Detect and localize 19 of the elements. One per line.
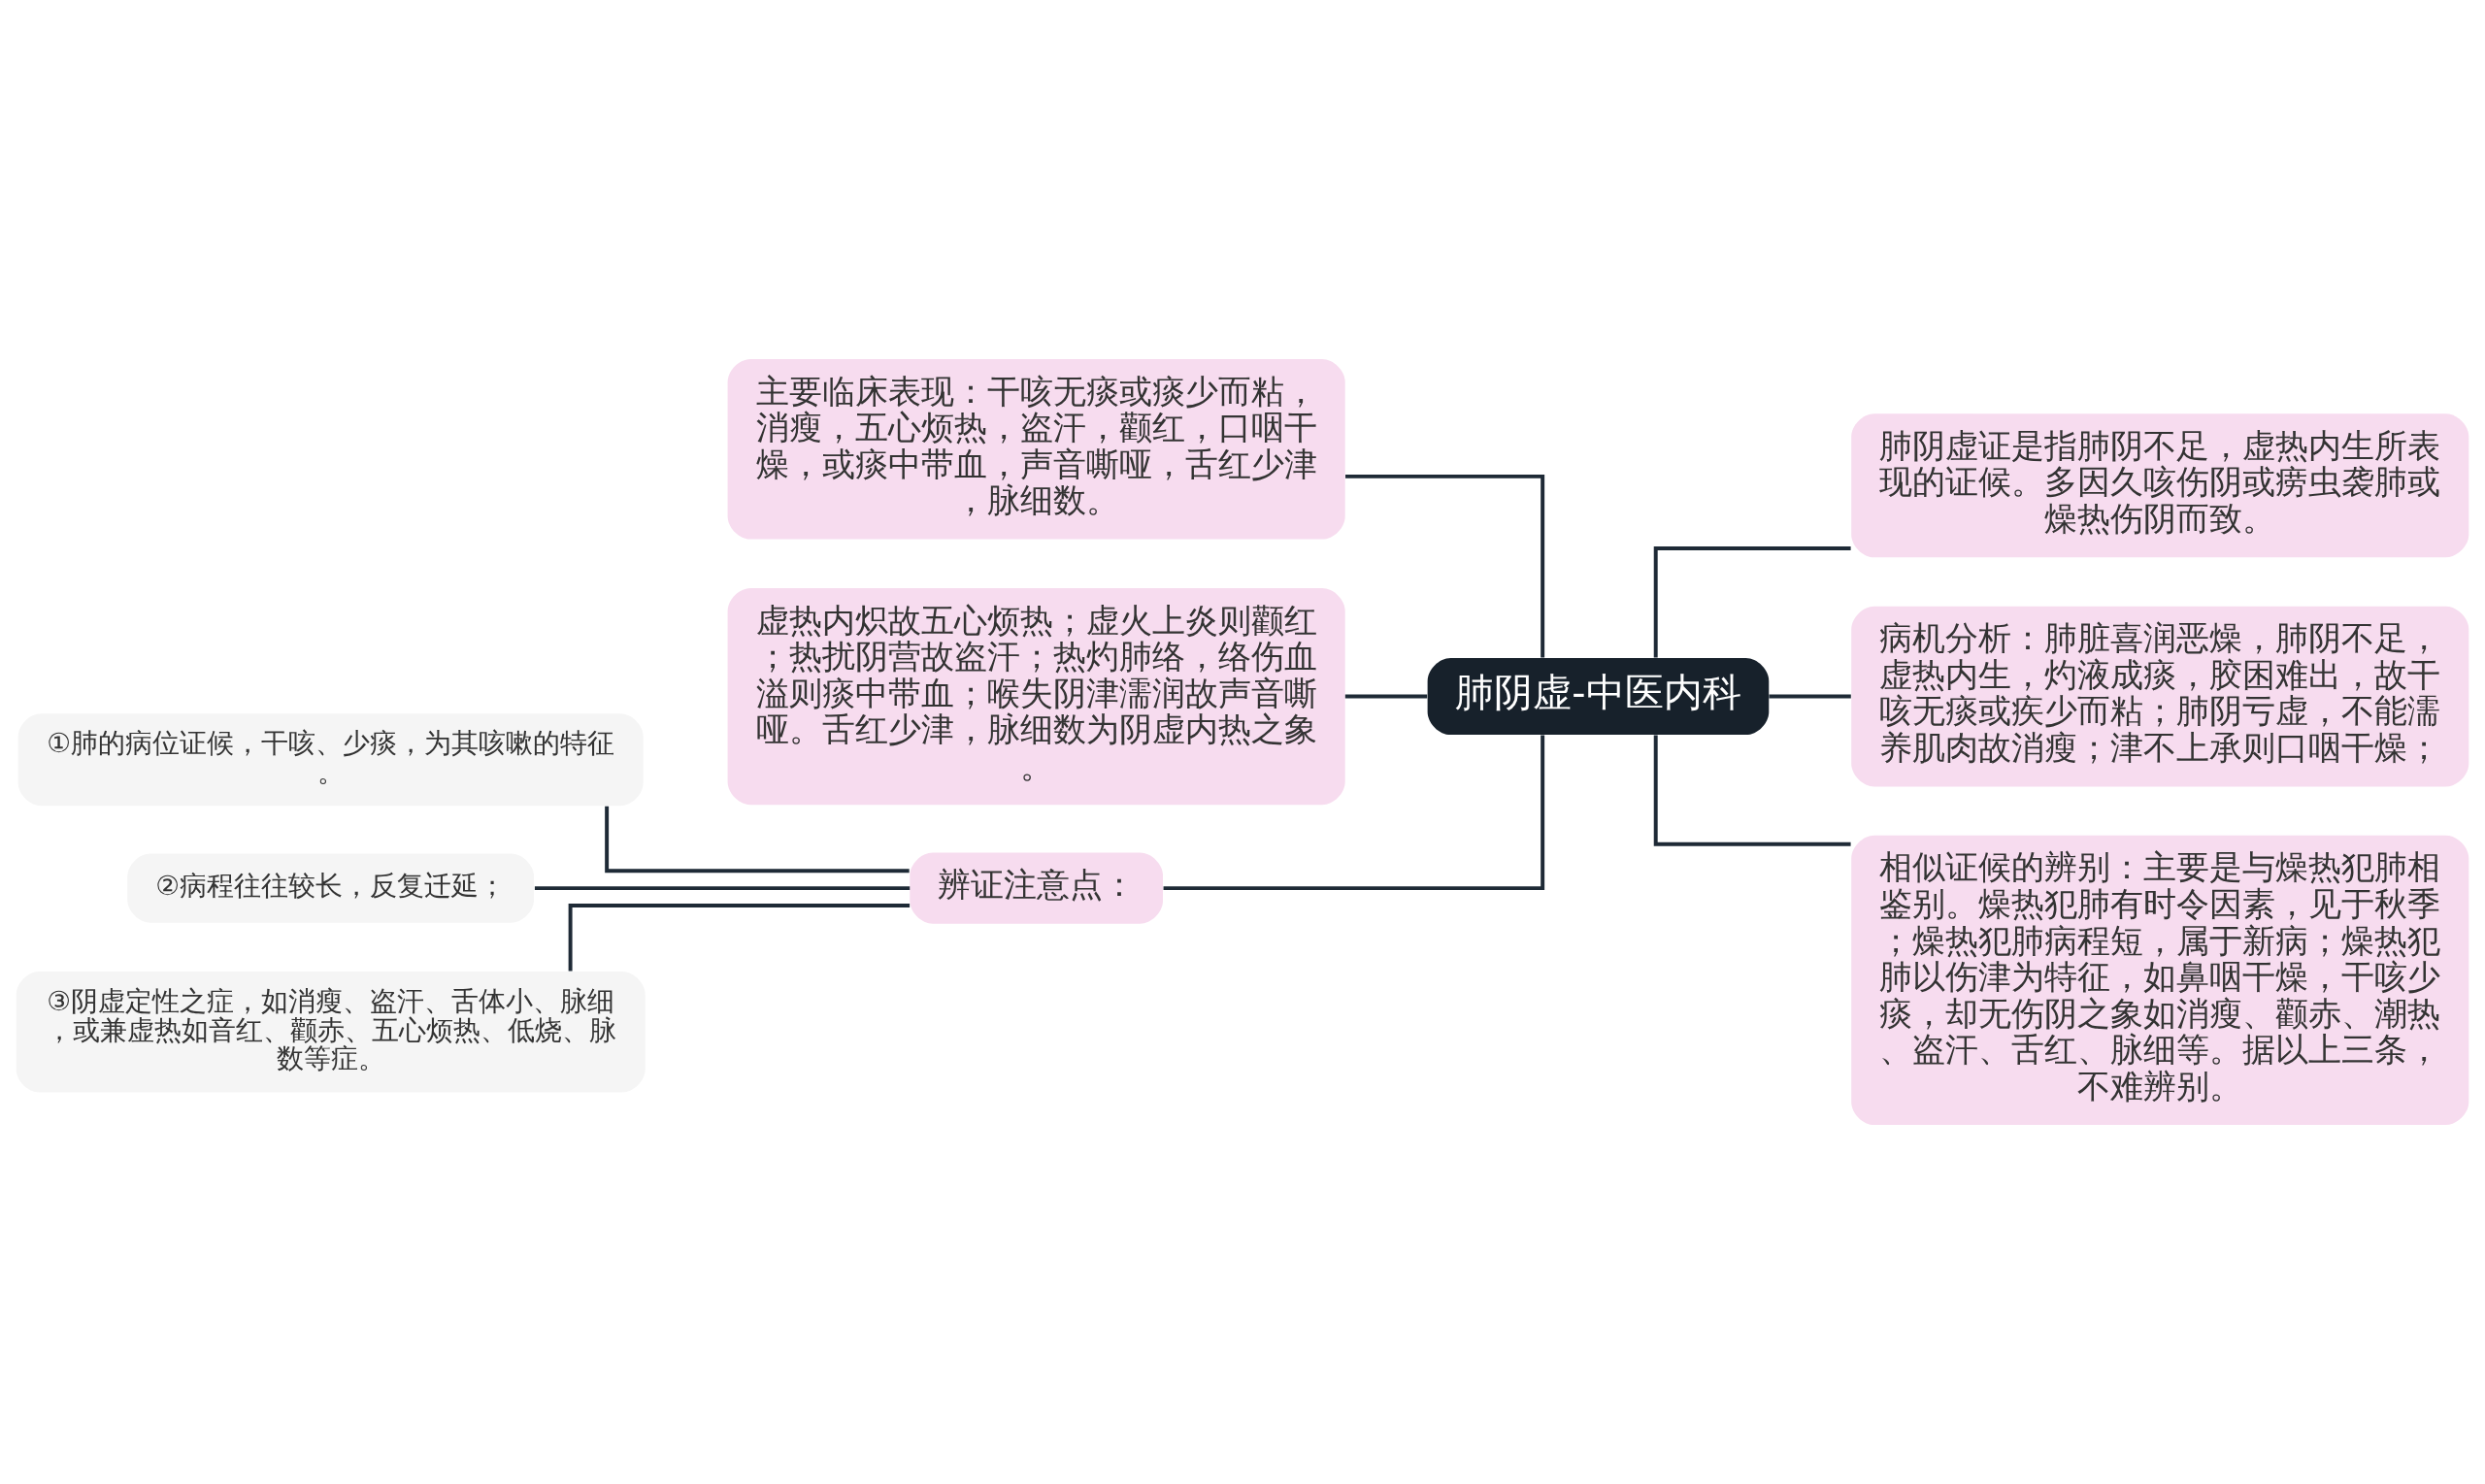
node-box: ①肺的病位证候，干咳、少痰，为其咳嗽的特征。 [17, 713, 644, 807]
connector [1344, 694, 1428, 699]
node-box: 肺阴虚-中医内科 [1427, 658, 1770, 736]
connector [1163, 735, 1545, 891]
node-box: 辨证注意点： [910, 852, 1163, 924]
node-box: ②病程往往较长，反复迁延； [127, 853, 535, 923]
connector [1769, 694, 1851, 699]
node-box: 主要临床表现：干咳无痰或痰少而粘，消瘦，五心烦热，盗汗，颧红，口咽干燥，或痰中带血，声音嘶哑，舌红少津，脉细数。 [727, 358, 1345, 540]
connector [1653, 546, 1851, 658]
connector [534, 886, 911, 891]
connector [605, 806, 910, 874]
node-box: ③阴虚定性之症，如消瘦、盗汗、舌体小、脉细，或兼虚热如音红、颧赤、五心烦热、低烧、脉数等症。 [16, 972, 646, 1093]
connector [1653, 735, 1851, 846]
node-box: 肺阴虚证是指肺阴不足，虚热内生所表现的证候。多因久咳伤阴或痨虫袭肺或燥热伤阴而致。 [1851, 413, 2469, 558]
connector [1345, 474, 1545, 658]
node-box: 病机分析：肺脏喜润恶燥，肺阴不足，虚热内生，灼液成痰，胶困难出，故干咳无痰或疾少而粘；肺阴亏虚，不能濡养肌肉故消瘦；津不上承则口咽干燥； [1851, 606, 2469, 787]
node-box: 虚热内炽故五心烦热；虚火上炎则颧红；热扰阴营故盗汗；热灼肺络，络伤血溢则痰中带血；喉失阴津濡润故声音嘶哑。舌红少津，脉细数为阴虚内热之象。 [727, 587, 1345, 806]
connector [568, 903, 911, 972]
node-box: 相似证候的辨别：主要是与燥热犯肺相鉴别。燥热犯肺有时令因素，见于秋季；燥热犯肺病程短，属于新病；燥热犯肺以伤津为特征，如鼻咽干燥，干咳少痰，却无伤阴之象如消瘦、颧赤、潮热、盗汗、舌红、脉细等。据以上三条，不难辨别。 [1851, 835, 2469, 1126]
